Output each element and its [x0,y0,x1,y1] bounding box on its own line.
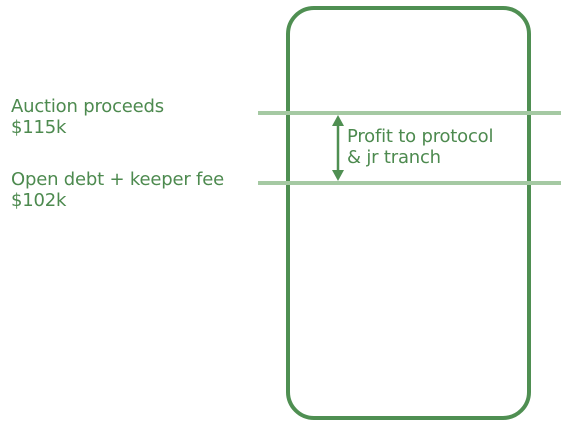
arrow-up-head [332,115,344,126]
profit-label-line1: Profit to protocol [347,126,494,147]
profit-label-line2: & jr tranch [347,147,441,168]
profit-double-arrow [332,115,344,181]
open-debt-label: Open debt + keeper fee [11,169,224,190]
open-debt-value: $102k [11,190,67,211]
arrow-down-head [332,170,344,181]
auction-proceeds-value: $115k [11,117,67,138]
collateral-container-outline [286,6,531,420]
auction-proceeds-label: Auction proceeds [11,96,164,117]
